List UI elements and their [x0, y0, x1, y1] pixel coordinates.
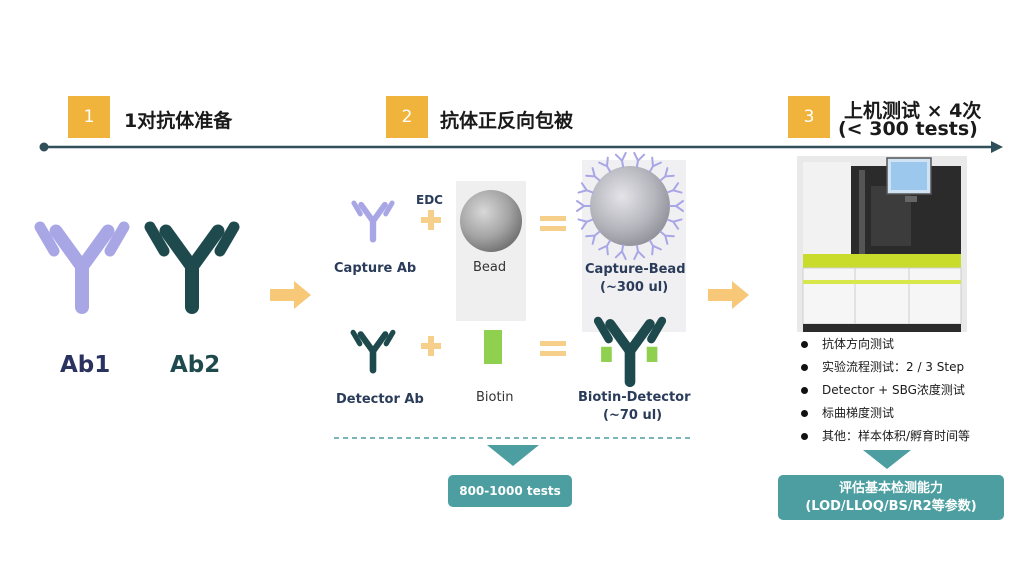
list-item: 标曲梯度测试	[797, 402, 970, 425]
capture-bead-antibody-spike	[598, 156, 611, 173]
biotin-block-icon	[484, 330, 502, 364]
edc-label: EDC	[416, 193, 443, 207]
biotin-detector-label: Biotin-Detector	[578, 390, 691, 405]
plus-icon	[421, 336, 441, 356]
capture-bead-antibody-spike	[614, 244, 627, 261]
testing-list: 抗体方向测试 实验流程测试：2 / 3 Step Detector + SBG浓…	[797, 333, 970, 448]
ab2-label: Ab2	[170, 352, 221, 378]
biotin-label: Biotin	[476, 390, 514, 405]
list-item: 其他：样本体积/孵育时间等	[797, 425, 970, 448]
capture-bead-label: Capture-Bead	[585, 262, 686, 277]
capture-bead-antibody-spike	[576, 200, 591, 212]
capture-bead-antibody-spike	[633, 151, 646, 168]
step-2-title: 抗体正反向包被	[440, 110, 574, 132]
detector-ab-label: Detector Ab	[336, 392, 424, 407]
testing-result-box: 评估基本检测能力 (LOD/LLOQ/BS/R2等参数)	[778, 475, 1004, 520]
step-2-badge: 2	[386, 96, 428, 138]
capture-ab-icon	[351, 200, 395, 243]
down-triangle-icon	[863, 450, 911, 469]
capture-bead-antibody-spike	[666, 182, 683, 194]
analyzer-instrument-image	[797, 156, 967, 332]
capture-bead-antibody-spike	[585, 167, 601, 182]
capture-bead-volume: (~300 ul)	[600, 280, 669, 295]
list-item: 抗体方向测试	[797, 333, 970, 356]
down-triangle-icon	[487, 445, 539, 466]
bead-label: Bead	[473, 260, 507, 275]
detector-ab-icon	[350, 329, 396, 374]
capture-bead-antibody-spike	[659, 230, 675, 245]
step-3-title-line2: (< 300 tests)	[838, 118, 978, 140]
testing-result-line2: (LOD/LLOQ/BS/R2等参数)	[805, 498, 977, 514]
step-3-title-line1: 上机测试 × 4次	[844, 100, 982, 122]
equals-icon	[540, 216, 566, 231]
capture-bead-antibody-spike	[649, 239, 662, 256]
capture-bead-icon	[576, 151, 684, 261]
dashed-divider	[334, 437, 692, 439]
capture-bead-antibody-spike	[669, 200, 684, 212]
biotin-detector-volume: (~70 ul)	[603, 408, 663, 423]
capture-bead-antibody-spike	[585, 230, 601, 245]
capture-bead-antibody-spike	[666, 218, 683, 230]
capture-bead-antibody-spike	[577, 182, 594, 194]
capture-bead-antibody-spike	[649, 156, 662, 173]
equals-icon	[540, 341, 566, 356]
ab2-antibody-icon	[144, 221, 240, 314]
coating-result-box: 800-1000 tests	[448, 475, 572, 507]
ab1-antibody-icon	[34, 221, 130, 314]
biotin-detector-icon	[593, 316, 667, 388]
list-item: Detector + SBG浓度测试	[797, 379, 970, 402]
step-3-badge: 3	[788, 96, 830, 138]
capture-bead-antibody-spike	[577, 218, 594, 230]
step-1-badge: 1	[68, 96, 110, 138]
capture-bead-antibody-spike	[633, 244, 646, 261]
ab1-label: Ab1	[60, 352, 111, 378]
testing-result-line1: 评估基本检测能力	[838, 480, 943, 496]
step-1-title: 1对抗体准备	[124, 110, 233, 132]
capture-bead-antibody-spike	[659, 167, 675, 182]
arrow-right-icon	[708, 281, 749, 309]
bead-sphere-icon	[460, 190, 522, 252]
arrow-right-icon	[270, 281, 311, 309]
list-item: 实验流程测试：2 / 3 Step	[797, 356, 970, 379]
capture-bead-antibody-spike	[614, 151, 627, 168]
capture-ab-label: Capture Ab	[334, 261, 417, 276]
plus-icon	[421, 210, 441, 230]
capture-bead-antibody-spike	[598, 239, 611, 256]
